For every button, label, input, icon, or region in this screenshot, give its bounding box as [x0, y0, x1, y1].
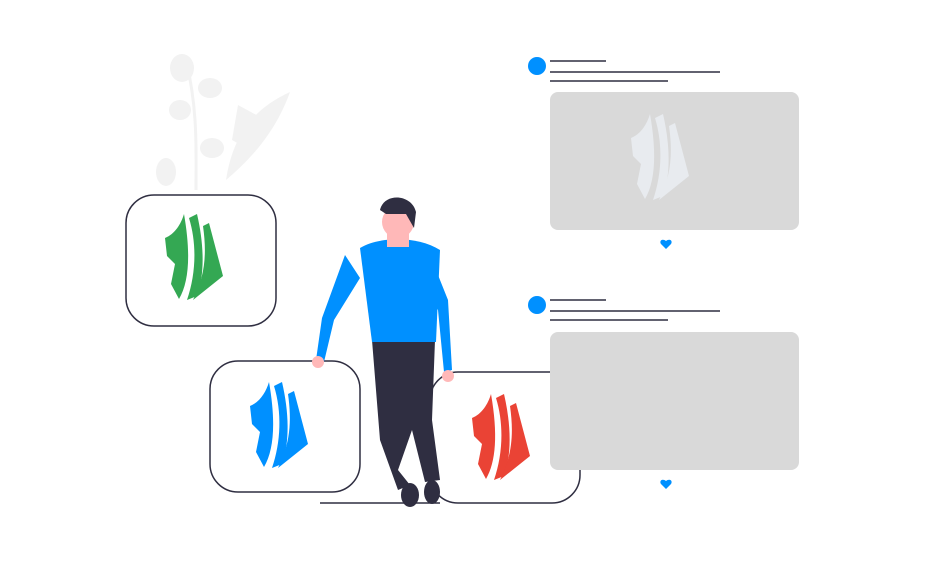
post-image[interactable] — [550, 332, 799, 470]
avatar — [528, 296, 546, 314]
heart-icon[interactable] — [660, 239, 672, 249]
heart-icon[interactable] — [660, 479, 672, 489]
post-2[interactable] — [528, 296, 799, 489]
post-1[interactable] — [528, 57, 799, 249]
person-figure — [312, 197, 454, 507]
plant-decoration — [156, 54, 290, 191]
blue-logo-card[interactable] — [209, 360, 361, 493]
avatar — [528, 57, 546, 75]
green-logo-card[interactable] — [125, 194, 277, 327]
